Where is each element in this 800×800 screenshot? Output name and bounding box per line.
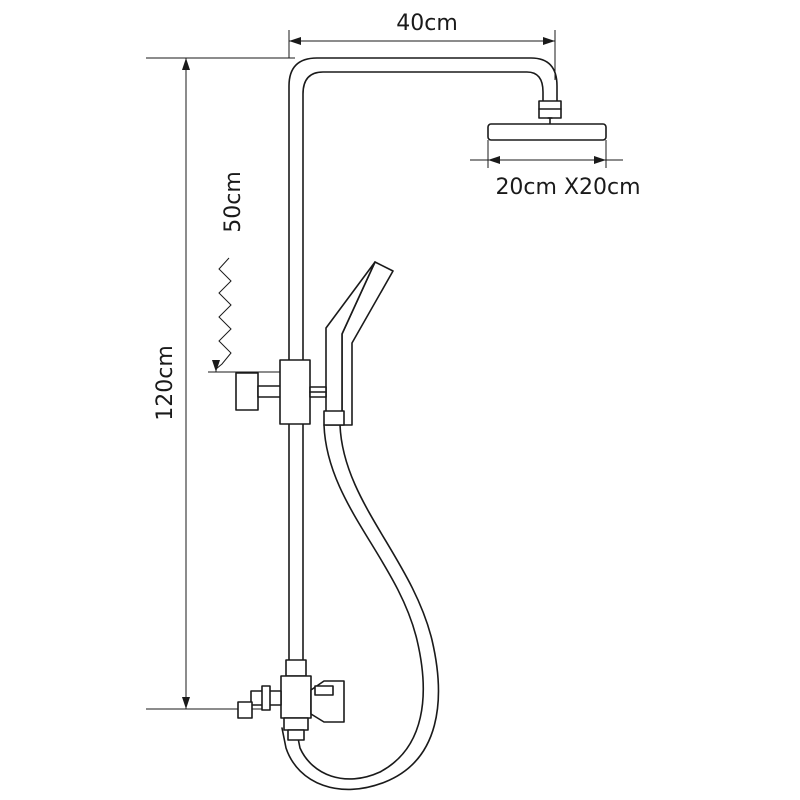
mixer-valve xyxy=(237,659,345,741)
head-size-label: 20cm X20cm xyxy=(495,175,640,200)
head-size-dimension: 20cm X20cm xyxy=(470,140,641,200)
overhead-shower-head xyxy=(487,100,607,141)
slider-bracket xyxy=(235,359,327,425)
riser-pipe xyxy=(288,57,558,661)
adjustable-label: 50cm xyxy=(221,171,246,233)
hand-shower xyxy=(323,261,394,426)
height-label: 120cm xyxy=(153,345,178,421)
height-dimension: 120cm xyxy=(146,57,295,710)
adjustable-range-dimension: 50cm xyxy=(208,171,282,373)
shower-hose xyxy=(281,424,440,791)
top-width-dimension: 40cm xyxy=(288,11,556,80)
top-width-label: 40cm xyxy=(396,11,458,36)
